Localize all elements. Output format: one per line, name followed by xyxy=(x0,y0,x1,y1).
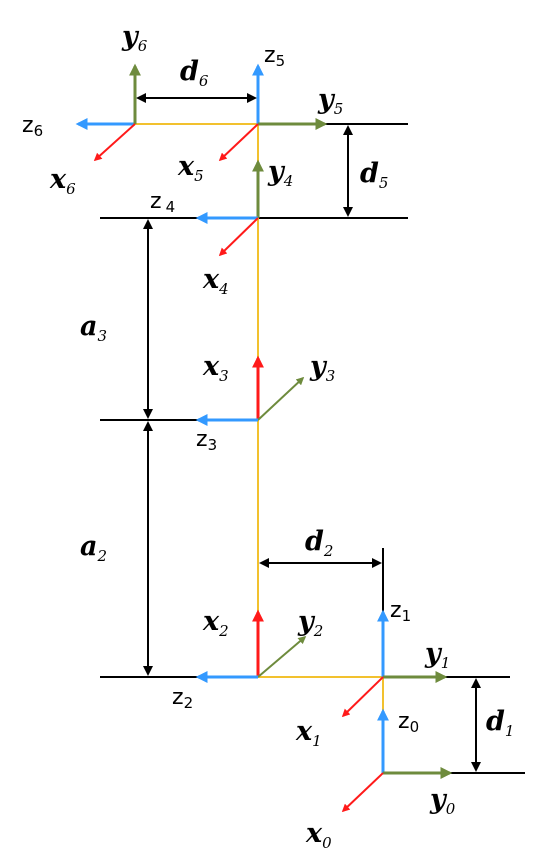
label-x2: x2 xyxy=(202,606,229,640)
label-y0: y0 xyxy=(429,784,456,818)
label-y1: y1 xyxy=(424,638,450,672)
label-x0: x0 xyxy=(305,818,332,852)
frame-3 xyxy=(195,355,305,426)
label-z5: z5 xyxy=(264,43,285,70)
label-x6: x6 xyxy=(49,164,76,198)
frame-4 xyxy=(195,159,264,257)
frame-2 xyxy=(195,609,307,683)
x6-axis-arrow xyxy=(93,123,136,162)
label-x1: x1 xyxy=(295,716,322,750)
label-y4: y4 xyxy=(267,156,293,190)
reference-lines xyxy=(100,123,525,774)
x5-axis-arrow xyxy=(218,123,259,162)
frame-0 xyxy=(341,708,453,813)
label-x5: x5 xyxy=(177,151,204,185)
frame-1 xyxy=(341,609,448,718)
label-d1: d1 xyxy=(486,706,514,740)
label-y3: y3 xyxy=(309,351,335,385)
label-z2: z2 xyxy=(172,685,193,712)
x0-axis-arrow xyxy=(341,772,384,813)
label-d5: d5 xyxy=(360,158,388,192)
label-x3: x3 xyxy=(202,351,229,385)
dimension-arrows xyxy=(136,93,481,772)
label-y5: y5 xyxy=(317,84,343,118)
frame-5 xyxy=(218,63,328,162)
label-y2: y2 xyxy=(297,606,323,640)
y2-axis-arrow xyxy=(257,635,307,678)
label-z0: z0 xyxy=(398,709,419,736)
x4-axis-arrow xyxy=(218,217,259,257)
label-d6: d6 xyxy=(180,56,209,90)
label-a2: a2 xyxy=(80,531,107,565)
label-y6: y6 xyxy=(121,21,148,55)
label-d2: d2 xyxy=(305,526,333,560)
x1-axis-arrow xyxy=(341,676,384,718)
y3-axis-arrow xyxy=(257,376,305,421)
label-a3: a3 xyxy=(80,311,107,345)
label-z6: z6 xyxy=(22,113,43,140)
frame-6 xyxy=(75,63,141,162)
label-z1: z1 xyxy=(390,598,411,625)
label-z3: z3 xyxy=(196,427,217,454)
label-x4: x4 xyxy=(202,264,229,298)
